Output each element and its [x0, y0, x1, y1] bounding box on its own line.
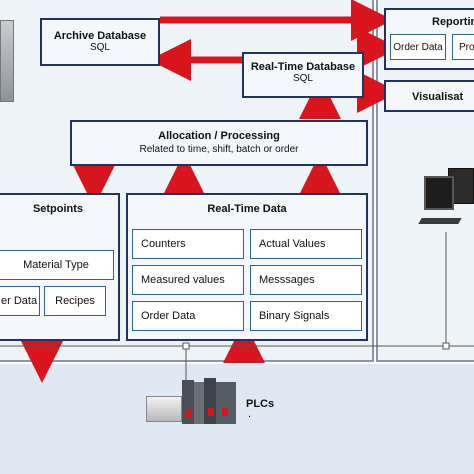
- computer-icon: [418, 168, 474, 234]
- rt-item-messages: Messsages: [250, 265, 362, 295]
- setpoints-item-material-type: Material Type: [0, 250, 114, 280]
- realtime-data-title: Real-Time Data: [207, 203, 287, 215]
- archive-database-title: Archive Database: [53, 30, 147, 42]
- rt-item-order-data: Order Data: [132, 301, 244, 331]
- setpoints-item-recipes: Recipes: [44, 286, 106, 316]
- allocation-title: Allocation / Processing: [158, 130, 280, 142]
- rt-item-measured-values: Measured values: [132, 265, 244, 295]
- rt-item-counters: Counters: [132, 229, 244, 259]
- rt-item-binary-signals: Binary Signals: [250, 301, 362, 331]
- rt-item-actual-values: Actual Values: [250, 229, 362, 259]
- plc-bus-panel: [0, 364, 474, 474]
- reporting-item-order-data: Order Data: [390, 34, 446, 60]
- allocation-processing-box: Allocation / Processing Related to time,…: [70, 120, 368, 166]
- realtime-database-box: Real-Time Database SQL: [242, 52, 364, 98]
- realtime-database-sub: SQL: [292, 73, 313, 84]
- archive-database-box: Archive Database SQL: [40, 18, 160, 66]
- plcs-dot: .: [248, 408, 252, 420]
- reporting-item-pro: Pro: [452, 34, 474, 60]
- realtime-database-title: Real-Time Database: [250, 61, 356, 73]
- setpoints-title: Setpoints: [32, 203, 84, 215]
- setpoints-item-order-data: er Data: [0, 286, 40, 316]
- reporting-title: Reporting: [432, 16, 474, 28]
- archive-database-sub: SQL: [89, 42, 110, 53]
- plc-hardware-icon: [146, 378, 238, 428]
- allocation-sub: Related to time, shift, batch or order: [139, 144, 299, 155]
- server-icon: [0, 20, 14, 102]
- visualisation-box: Visualisat: [384, 80, 474, 112]
- plcs-label: PLCs: [246, 398, 275, 410]
- visualisation-title: Visualisat: [412, 91, 464, 103]
